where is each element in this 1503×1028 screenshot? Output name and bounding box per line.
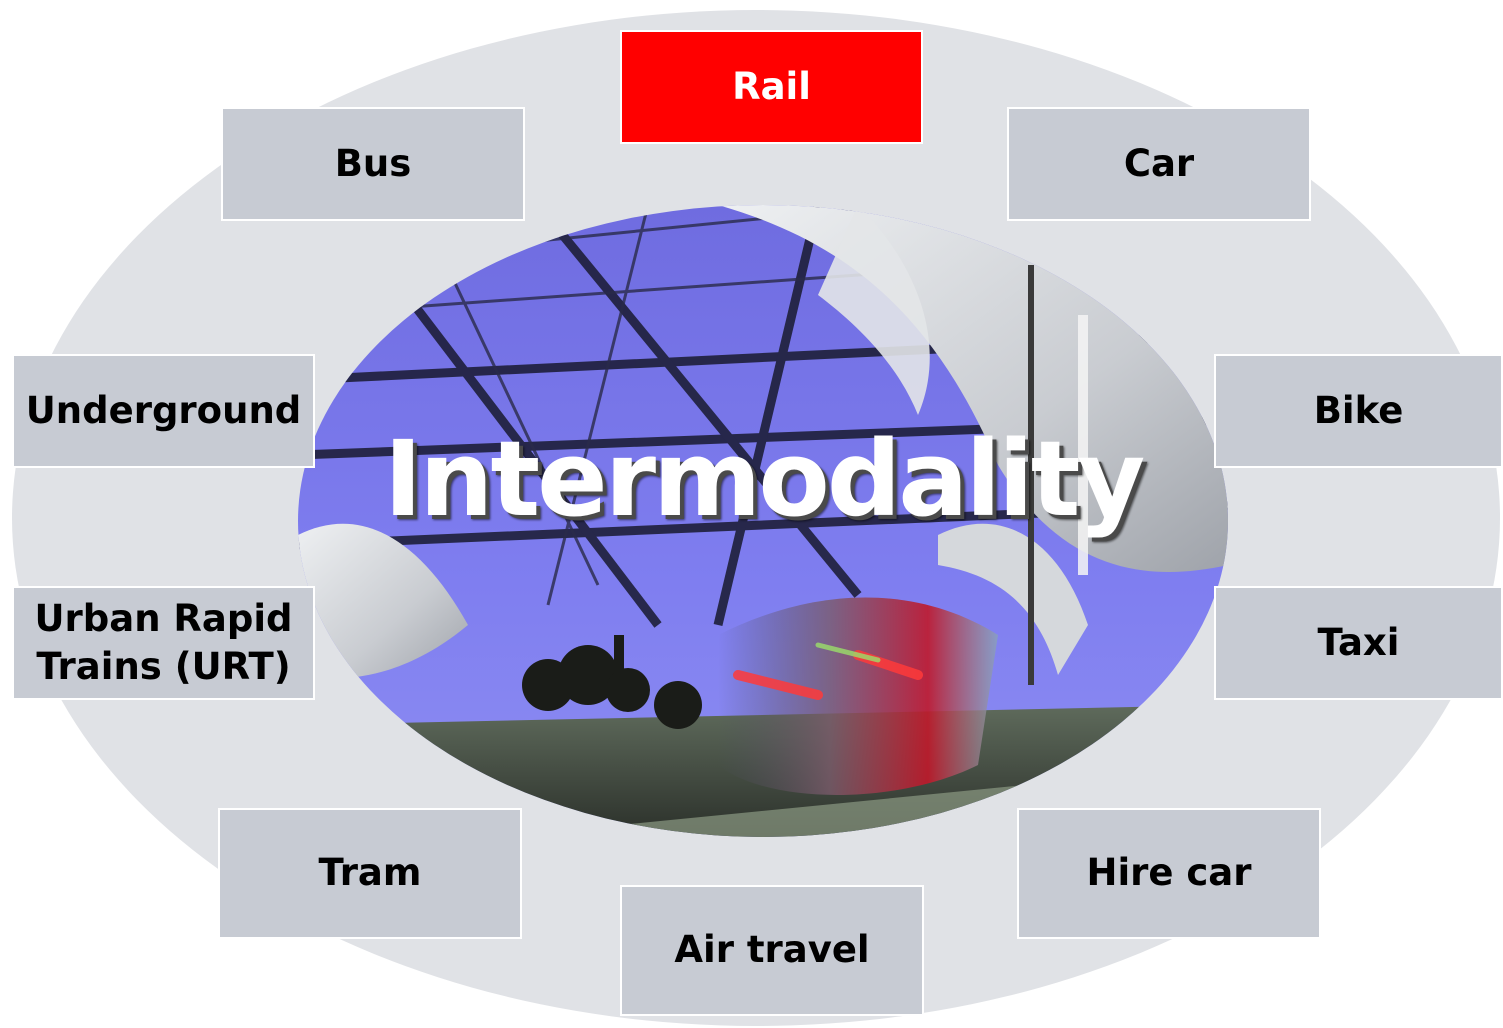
mode-taxi[interactable]: Taxi (1214, 586, 1503, 700)
mode-label: Air travel (674, 928, 870, 972)
mode-label: Bike (1313, 388, 1404, 432)
mode-label: Tram (318, 851, 422, 895)
mode-label-line: Trains (URT) (36, 645, 291, 688)
mode-label: Hire car (1086, 851, 1252, 895)
mode-underground[interactable]: Underground (12, 354, 315, 468)
mode-urt[interactable]: Urban Rapid Trains (URT) (12, 586, 315, 700)
mode-bus[interactable]: Bus (221, 107, 525, 221)
mode-label: Taxi (1317, 620, 1400, 664)
mode-bike[interactable]: Bike (1214, 354, 1503, 468)
mode-label: Car (1123, 141, 1195, 185)
mode-label: Underground (25, 388, 302, 432)
mode-label: Rail (732, 64, 811, 108)
mode-label: Bus (334, 141, 412, 185)
mode-car[interactable]: Car (1007, 107, 1311, 221)
mode-label-line: Urban Rapid (34, 596, 293, 640)
mode-label-urt: Urban Rapid Trains (URT) (34, 595, 292, 691)
mode-hire-car[interactable]: Hire car (1017, 808, 1321, 939)
mode-tram[interactable]: Tram (218, 808, 522, 939)
mode-air-travel[interactable]: Air travel (620, 885, 924, 1016)
station-platform-photo: Intermodality (298, 205, 1228, 837)
mode-rail[interactable]: Rail (620, 30, 923, 144)
station-photo-illustration (298, 205, 1228, 837)
